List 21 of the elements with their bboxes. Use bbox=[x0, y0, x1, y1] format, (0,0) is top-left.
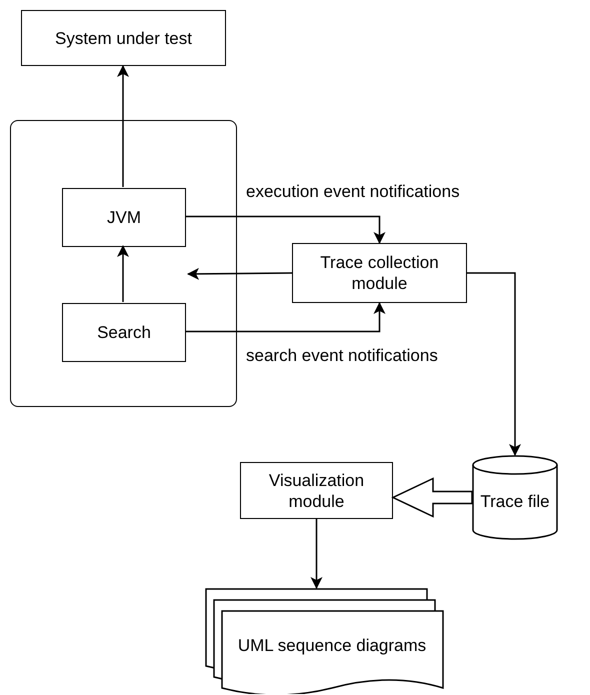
process-box bbox=[21, 10, 226, 66]
node-label: System under test bbox=[54, 28, 192, 48]
arrow bbox=[185, 302, 386, 332]
node-label: Visualization module bbox=[268, 470, 366, 512]
process-box bbox=[292, 243, 467, 303]
arrow bbox=[117, 245, 129, 302]
arrow bbox=[117, 65, 129, 187]
process-box bbox=[62, 303, 186, 362]
node-label: UML sequence diagrams bbox=[238, 634, 426, 656]
process-box bbox=[62, 188, 186, 247]
node-label: Trace file bbox=[480, 491, 550, 512]
node-label: Search bbox=[97, 322, 151, 343]
node-label: Trace collection module bbox=[319, 252, 440, 294]
arrow bbox=[310, 519, 322, 589]
arrow bbox=[467, 272, 521, 456]
process-box bbox=[240, 462, 393, 519]
arrow bbox=[187, 268, 292, 280]
arrow bbox=[185, 216, 386, 244]
block-arrow bbox=[391, 477, 473, 518]
node-label: JVM bbox=[107, 207, 141, 228]
group-container bbox=[10, 120, 237, 407]
